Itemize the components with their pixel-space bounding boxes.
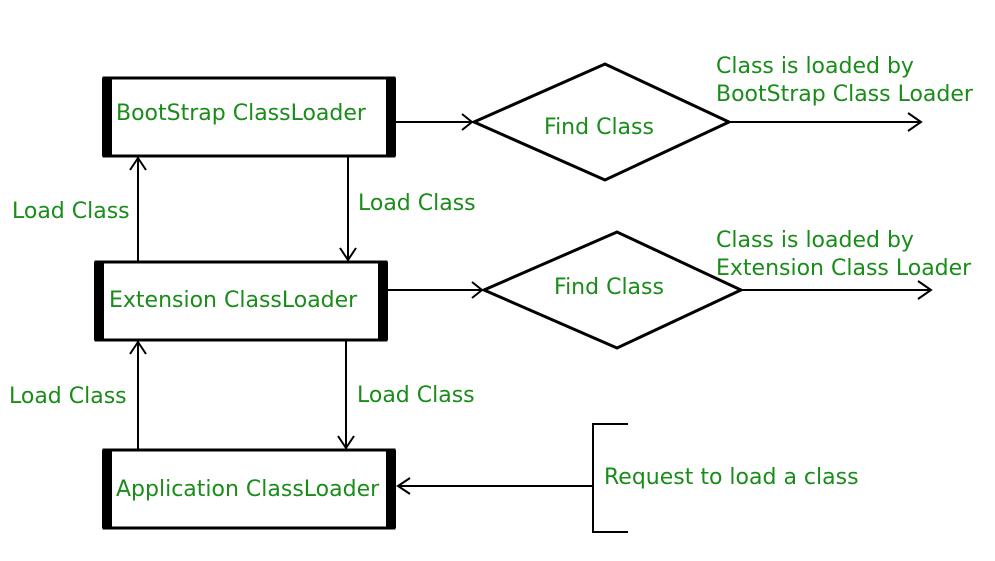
extension-loaded-note-line1: Class is loaded by (716, 228, 914, 253)
bootstrap-loaded-note-line1: Class is loaded by (716, 54, 914, 79)
arrow-request-to-application (396, 477, 593, 495)
bootstrap-classloader-node: BootStrap ClassLoader (102, 76, 396, 158)
request-note: Request to load a class (604, 465, 859, 490)
edge-label-boot-to-ext: Load Class (358, 191, 476, 216)
arrow-find-class-1-out (729, 112, 923, 132)
arrow-extension-to-find-class (388, 281, 484, 299)
find-class-decision-2: Find Class (480, 230, 745, 350)
extension-left-bar (94, 262, 104, 340)
arrow-find-class-2-out (741, 280, 933, 300)
request-bracket (592, 423, 628, 533)
extension-box (94, 260, 388, 342)
application-right-bar (386, 450, 396, 528)
arrow-bootstrap-to-find-class (396, 113, 474, 131)
application-box (102, 448, 396, 530)
arrow-extension-down-to-application (337, 340, 355, 450)
find-class-label-1: Find Class (544, 115, 654, 140)
application-label: Application ClassLoader (116, 477, 380, 502)
arrow-application-up-to-extension (129, 340, 147, 450)
find-class-label-2: Find Class (554, 275, 664, 300)
extension-loaded-note-line2: Extension Class Loader (716, 256, 972, 281)
bootstrap-label: BootStrap ClassLoader (116, 101, 367, 126)
edge-label-ext-to-boot: Load Class (12, 199, 130, 224)
arrow-bootstrap-down-to-extension (339, 156, 357, 262)
extension-label: Extension ClassLoader (109, 288, 358, 313)
application-left-bar (102, 450, 112, 528)
arrow-extension-up-to-bootstrap (129, 156, 147, 262)
find-class-decision-1: Find Class (470, 62, 733, 182)
extension-right-bar (378, 262, 388, 340)
edge-label-app-to-ext: Load Class (9, 384, 127, 409)
edge-label-ext-to-app: Load Class (357, 383, 475, 408)
extension-classloader-node: Extension ClassLoader (94, 260, 388, 342)
bootstrap-loaded-note-line2: BootStrap Class Loader (716, 82, 974, 107)
application-classloader-node: Application ClassLoader (102, 448, 396, 530)
bootstrap-left-bar (102, 78, 112, 156)
bootstrap-right-bar (386, 78, 396, 156)
